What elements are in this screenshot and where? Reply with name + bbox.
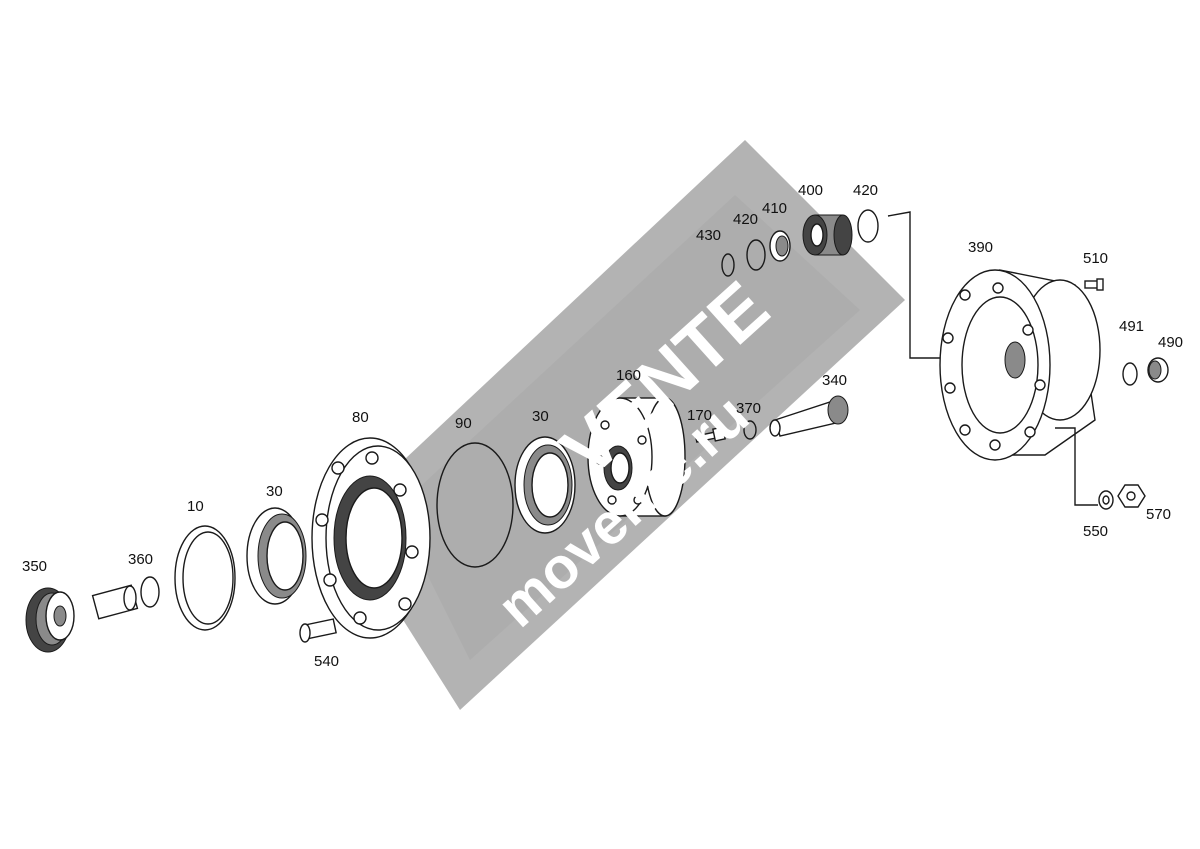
label-350: 350: [22, 558, 47, 575]
label-490: 490: [1158, 334, 1183, 351]
part-570-nut: [1117, 484, 1146, 508]
part-360-circlip: [140, 576, 160, 608]
part-390-housing: [939, 269, 1101, 461]
leader-line-lower: [1055, 427, 1098, 506]
part-340-sun-shaft: [769, 395, 849, 437]
part-420-ring-right: [857, 209, 879, 243]
part-491-seal: [1122, 362, 1138, 386]
label-491: 491: [1119, 318, 1144, 335]
part-30-bearing-left: [246, 507, 307, 605]
label-90: 90: [455, 415, 472, 432]
label-510: 510: [1083, 250, 1108, 267]
part-90-o-ring: [436, 442, 514, 568]
part-30-bearing-right: [514, 436, 576, 534]
part-550-washer: [1098, 490, 1114, 510]
part-400-planet-gear: [802, 214, 853, 256]
label-550: 550: [1083, 523, 1108, 540]
label-370: 370: [736, 400, 761, 417]
label-170: 170: [687, 407, 712, 424]
label-570: 570: [1146, 506, 1171, 523]
label-80: 80: [352, 409, 369, 426]
part-10-seal-ring: [174, 525, 236, 631]
part-420-ring-left: [746, 239, 766, 271]
label-160: 160: [616, 367, 641, 384]
label-340: 340: [822, 372, 847, 389]
part-labels: 350 360 10 30 540 80 90 30 160 170 370 3…: [22, 182, 1183, 670]
label-410: 410: [762, 200, 787, 217]
part-490-plug: [1147, 357, 1169, 383]
part-80-hub-flange: [311, 437, 431, 639]
part-370-ring: [743, 420, 757, 440]
part-540-sleeve: [299, 618, 337, 643]
part-410-bearing: [769, 230, 791, 262]
label-430: 430: [696, 227, 721, 244]
part-350-pinion-shaft: [25, 584, 139, 653]
label-30-left: 30: [266, 483, 283, 500]
label-400: 400: [798, 182, 823, 199]
label-540: 540: [314, 653, 339, 670]
part-170-bolt: [694, 426, 726, 443]
part-510-screw: [1084, 278, 1104, 291]
label-10: 10: [187, 498, 204, 515]
part-430-ring: [721, 253, 735, 277]
label-420-right: 420: [853, 182, 878, 199]
part-160-planet-carrier: [587, 397, 686, 517]
label-360: 360: [128, 551, 153, 568]
label-30-right: 30: [532, 408, 549, 425]
label-390: 390: [968, 239, 993, 256]
label-420-left: 420: [733, 211, 758, 228]
